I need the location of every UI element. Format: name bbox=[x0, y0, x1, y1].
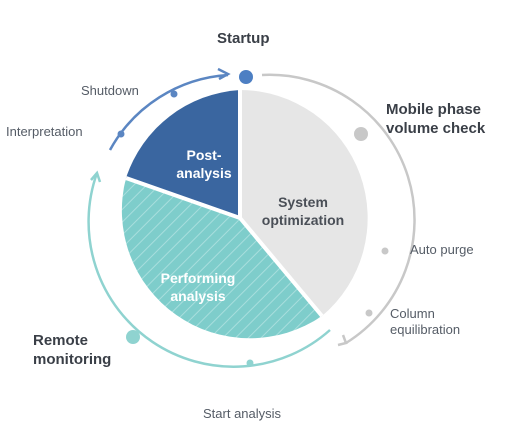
gray-arc bbox=[261, 73, 416, 345]
post-analysis-label: Post- analysis bbox=[166, 146, 242, 182]
system-optimization-line1: System bbox=[278, 194, 328, 210]
blue-arrowhead bbox=[217, 67, 231, 81]
mobile-phase-line1: Mobile phase bbox=[386, 101, 482, 118]
system-optimization-segment bbox=[240, 90, 368, 316]
post-analysis-line1: Post- bbox=[186, 147, 222, 163]
interpretation-dot bbox=[117, 130, 125, 138]
start-analysis-dot bbox=[246, 359, 254, 367]
segment-divider bbox=[238, 216, 324, 318]
performing-analysis-label: Performing analysis bbox=[148, 269, 248, 305]
startup-label: Startup bbox=[217, 30, 270, 47]
system-optimization-label: System optimization bbox=[247, 193, 359, 229]
performing-analysis-line1: Performing bbox=[160, 270, 236, 286]
auto-purge-dot bbox=[381, 247, 389, 255]
remote-monitoring-line2: monitoring bbox=[33, 351, 112, 368]
column-equilibration-dot bbox=[365, 309, 373, 317]
mobile-phase-dot bbox=[354, 127, 368, 141]
shutdown-label: Shutdown bbox=[81, 83, 139, 98]
performing-analysis-segment bbox=[121, 178, 322, 339]
remote-monitoring-line1: Remote bbox=[33, 332, 89, 349]
interpretation-label: Interpretation bbox=[6, 124, 83, 139]
remote-monitoring-label: Remote monitoring bbox=[33, 331, 111, 369]
column-equilibration-line2: equilibration bbox=[390, 322, 461, 337]
column-equilibration-line1: Column bbox=[390, 306, 435, 321]
system-optimization-line2: optimization bbox=[261, 212, 345, 228]
auto-purge-label: Auto purge bbox=[410, 242, 474, 257]
mobile-phase-label: Mobile phase volume check bbox=[386, 100, 485, 138]
mobile-phase-line2: volume check bbox=[386, 120, 486, 137]
startup-dot bbox=[239, 70, 253, 84]
performing-analysis-line2: analysis bbox=[170, 288, 226, 304]
segment-divider bbox=[125, 176, 241, 220]
teal-arc bbox=[87, 172, 331, 368]
post-analysis-line2: analysis bbox=[176, 165, 232, 181]
gray-arrowhead bbox=[337, 334, 348, 347]
teal-arrowhead bbox=[90, 170, 102, 183]
column-equilibration-label: Column equilibration bbox=[390, 306, 460, 338]
start-analysis-label: Start analysis bbox=[203, 406, 282, 421]
remote-monitoring-dot bbox=[126, 330, 140, 344]
shutdown-dot bbox=[170, 90, 178, 98]
